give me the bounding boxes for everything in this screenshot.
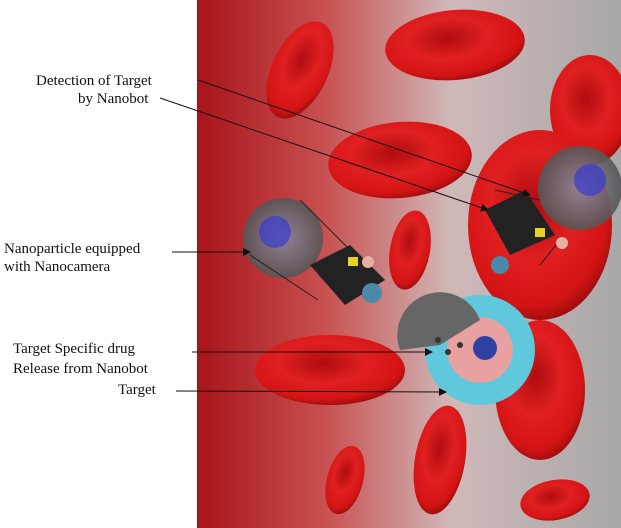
- label-line: by Nanobot: [78, 91, 149, 107]
- annotation-arrows: [159, 79, 531, 396]
- red-blood-cell: [266, 21, 334, 119]
- label-line: Target Specific drug: [13, 341, 135, 357]
- red-blood-cell: [325, 445, 365, 515]
- label-line: Nanoparticle equipped: [4, 241, 141, 257]
- label-line: Release from Nanobot: [13, 361, 148, 377]
- label-drug-release: Target Specific drug Release from Nanobo…: [13, 340, 148, 378]
- red-blood-cell: [389, 210, 431, 290]
- nanoparticle-left: [243, 198, 385, 305]
- nanobot-release: [397, 292, 480, 355]
- red-blood-cell: [328, 121, 472, 199]
- label-line: Detection of Target: [36, 73, 152, 89]
- label-detection: Detection of Target by Nanobot: [36, 72, 152, 108]
- arrow-target: [175, 387, 447, 396]
- nanoparticle-right: [485, 146, 621, 274]
- arrow-detection-1: [197, 79, 531, 197]
- red-blood-cell: [520, 479, 590, 521]
- label-target: Target: [118, 382, 156, 398]
- arrow-detection-2: [159, 97, 489, 212]
- red-blood-cell: [413, 405, 467, 515]
- red-blood-cell: [255, 335, 405, 405]
- red-blood-cell: [385, 9, 525, 81]
- label-line: with Nanocamera: [4, 259, 111, 275]
- label-nanoparticle: Nanoparticle equipped with Nanocamera: [4, 240, 140, 276]
